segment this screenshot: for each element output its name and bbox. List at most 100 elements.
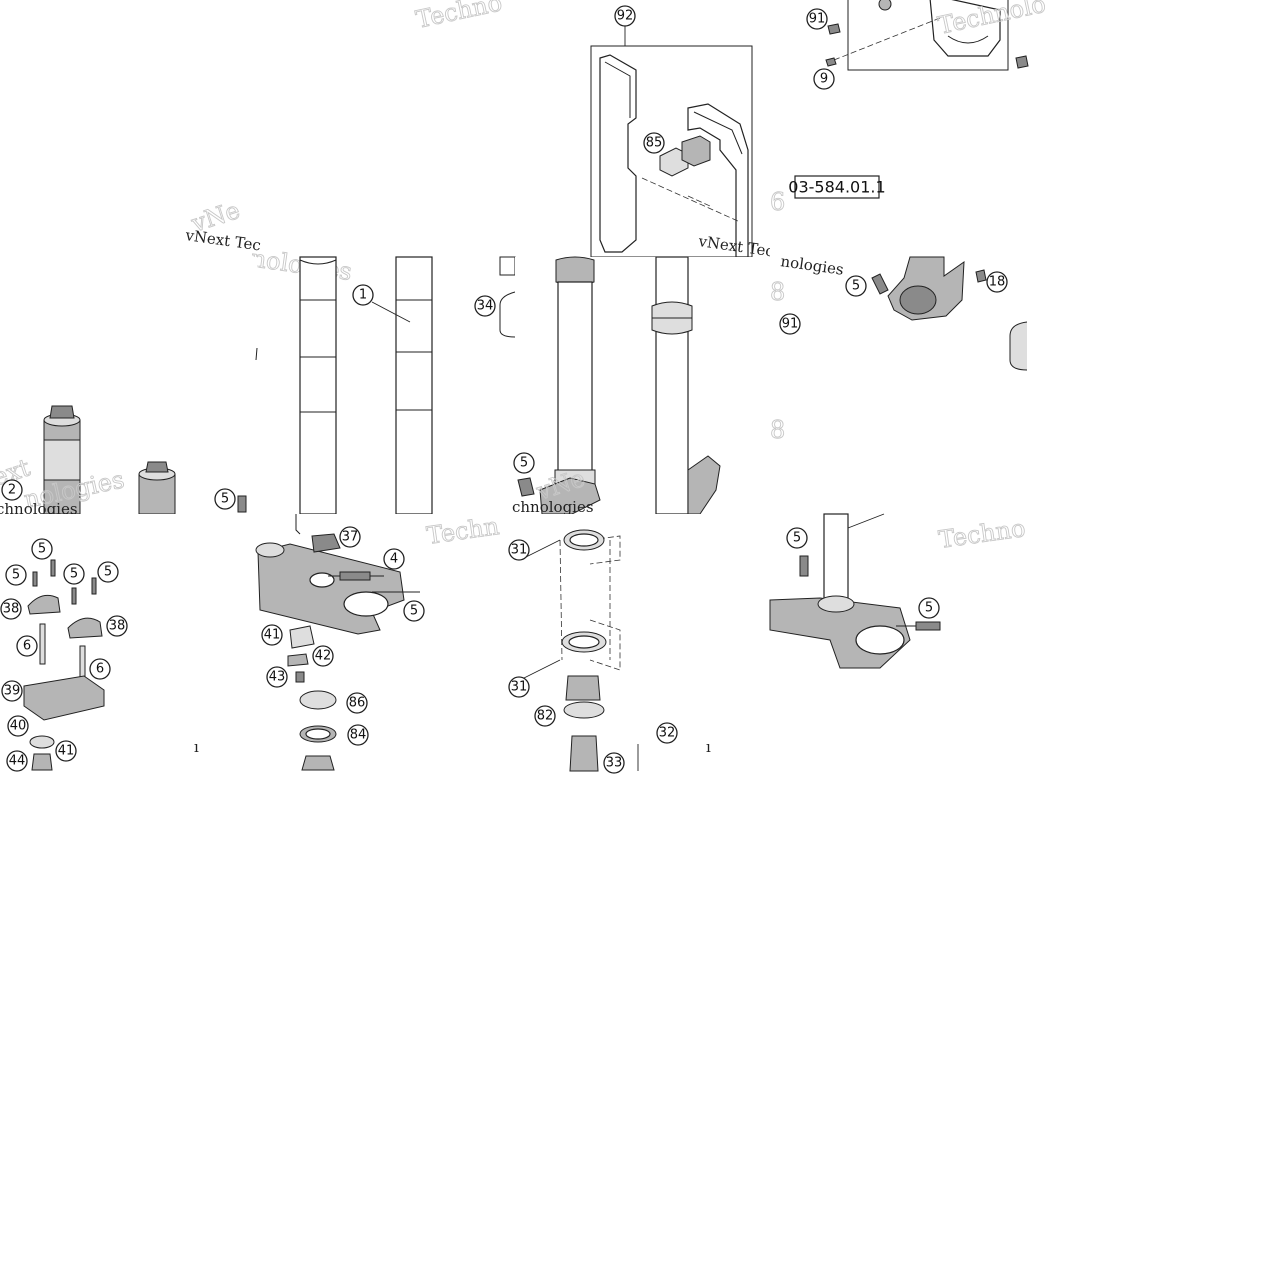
callout: 39 xyxy=(1,680,23,702)
svg-text:2: 2 xyxy=(8,483,16,498)
svg-text:5: 5 xyxy=(520,456,528,471)
svg-text:86: 86 xyxy=(349,696,366,711)
svg-text:92: 92 xyxy=(617,9,634,24)
svg-text:1: 1 xyxy=(359,288,367,303)
callout: 43 xyxy=(266,666,288,688)
tile-fork-guards: Techno vNext Tec xyxy=(413,0,775,261)
callout: 40 xyxy=(7,715,29,737)
svg-text:42: 42 xyxy=(315,649,332,664)
callout: 6 xyxy=(89,658,111,680)
svg-text:5: 5 xyxy=(221,492,229,507)
tile-axle-clamp-lower: nologies 8 8 xyxy=(770,252,1028,514)
callout: 86 xyxy=(346,692,368,714)
tile-lower-triple-clamp: Techno xyxy=(769,513,1028,771)
svg-text:84: 84 xyxy=(350,728,367,743)
tile-lower-legs: vNe chnologies xyxy=(512,256,770,516)
edge-label: 8 xyxy=(770,416,785,444)
svg-text:5: 5 xyxy=(38,542,46,557)
svg-text:85: 85 xyxy=(646,136,663,151)
callout: 5 xyxy=(403,600,425,622)
callout: 41 xyxy=(55,740,77,762)
svg-text:44: 44 xyxy=(9,754,26,769)
outer-fork-leg-right xyxy=(655,256,689,515)
callout: 5 xyxy=(918,597,940,619)
svg-text:82: 82 xyxy=(537,709,554,724)
svg-text:ı: ı xyxy=(194,738,199,756)
watermark-text: chnologies xyxy=(0,500,78,518)
edge-label: 8 xyxy=(770,278,785,306)
edge-label: 6 xyxy=(770,188,785,216)
svg-text:5: 5 xyxy=(410,604,418,619)
svg-text:6: 6 xyxy=(96,662,104,677)
svg-text:43: 43 xyxy=(269,670,286,685)
svg-text:6: 6 xyxy=(23,639,31,654)
callout: 85 xyxy=(643,132,665,154)
callout: 32 xyxy=(656,722,678,744)
steering-stem-shaft xyxy=(823,513,849,611)
svg-text:5: 5 xyxy=(12,568,20,583)
handlebar-clamp-upper xyxy=(67,617,103,639)
svg-text:5: 5 xyxy=(852,279,860,294)
svg-text:31: 31 xyxy=(511,543,528,558)
callout: 4 xyxy=(383,548,405,570)
svg-text:41: 41 xyxy=(58,744,75,759)
svg-text:41: 41 xyxy=(264,628,281,643)
callout: 18 xyxy=(986,271,1008,293)
callout: 1 xyxy=(352,284,374,306)
callout: 82 xyxy=(534,705,556,727)
callout: 5 xyxy=(786,527,808,549)
clamp-group-box xyxy=(847,0,1009,71)
svg-text:39: 39 xyxy=(4,684,21,699)
fork-tube-left xyxy=(299,256,337,515)
svg-text:34: 34 xyxy=(477,299,494,314)
callout: 84 xyxy=(347,724,369,746)
svg-text:38: 38 xyxy=(3,602,20,617)
callout: 5 xyxy=(31,538,53,560)
callout: 5 xyxy=(513,452,535,474)
callouts: 92 91 9 85 1 34 5 18 91 2 5 5 5 5 5 5 38… xyxy=(0,5,1008,774)
callout: 33 xyxy=(603,752,625,774)
svg-text:18: 18 xyxy=(989,275,1006,290)
svg-text:91: 91 xyxy=(809,12,826,27)
tile-axle-clamp-upper: Technolo 03-584.01.1 6 xyxy=(770,0,1049,257)
left-fork-guard xyxy=(599,54,637,253)
callout: 5 xyxy=(5,564,27,586)
svg-text:37: 37 xyxy=(342,530,359,545)
bearing-spacer xyxy=(299,690,337,710)
callout: 34 xyxy=(474,295,496,317)
callout: 44 xyxy=(6,750,28,772)
svg-text:4: 4 xyxy=(390,552,398,567)
callout: 91 xyxy=(806,8,828,30)
callout: 5 xyxy=(63,563,85,585)
guard-clamp xyxy=(659,147,689,177)
svg-text:5: 5 xyxy=(70,567,78,582)
right-fork-guard xyxy=(687,103,749,258)
svg-text:9: 9 xyxy=(820,72,828,87)
svg-text:33: 33 xyxy=(606,756,623,771)
callout: 38 xyxy=(0,598,22,620)
svg-text:5: 5 xyxy=(104,565,112,580)
callout: 37 xyxy=(339,526,361,548)
watermark-text: vNext Tec xyxy=(183,226,262,255)
svg-text:38: 38 xyxy=(109,619,126,634)
steering-stem xyxy=(569,735,599,772)
tile-fork-tubes: nologies xyxy=(249,244,516,515)
callout: 91 xyxy=(779,313,801,335)
watermark-text: chnologies xyxy=(512,498,594,516)
callout: 9 xyxy=(813,68,835,90)
callout: 31 xyxy=(508,539,530,561)
watermark-text: Techno xyxy=(413,0,504,34)
fork-tube-right xyxy=(395,256,433,515)
svg-text:31: 31 xyxy=(511,680,528,695)
svg-text:5: 5 xyxy=(925,601,933,616)
handlebar-clamp-upper xyxy=(27,594,61,615)
tile-upper-triple-clamp: Techn xyxy=(255,512,515,771)
svg-text:ı: ı xyxy=(706,738,711,756)
callout: 2 xyxy=(1,479,23,501)
handlebar-clamp-lower xyxy=(23,675,105,721)
svg-text:5: 5 xyxy=(793,531,801,546)
reference-number-box: 03-584.01.1 xyxy=(788,175,886,199)
callout: 31 xyxy=(508,676,530,698)
callout: 42 xyxy=(312,645,334,667)
